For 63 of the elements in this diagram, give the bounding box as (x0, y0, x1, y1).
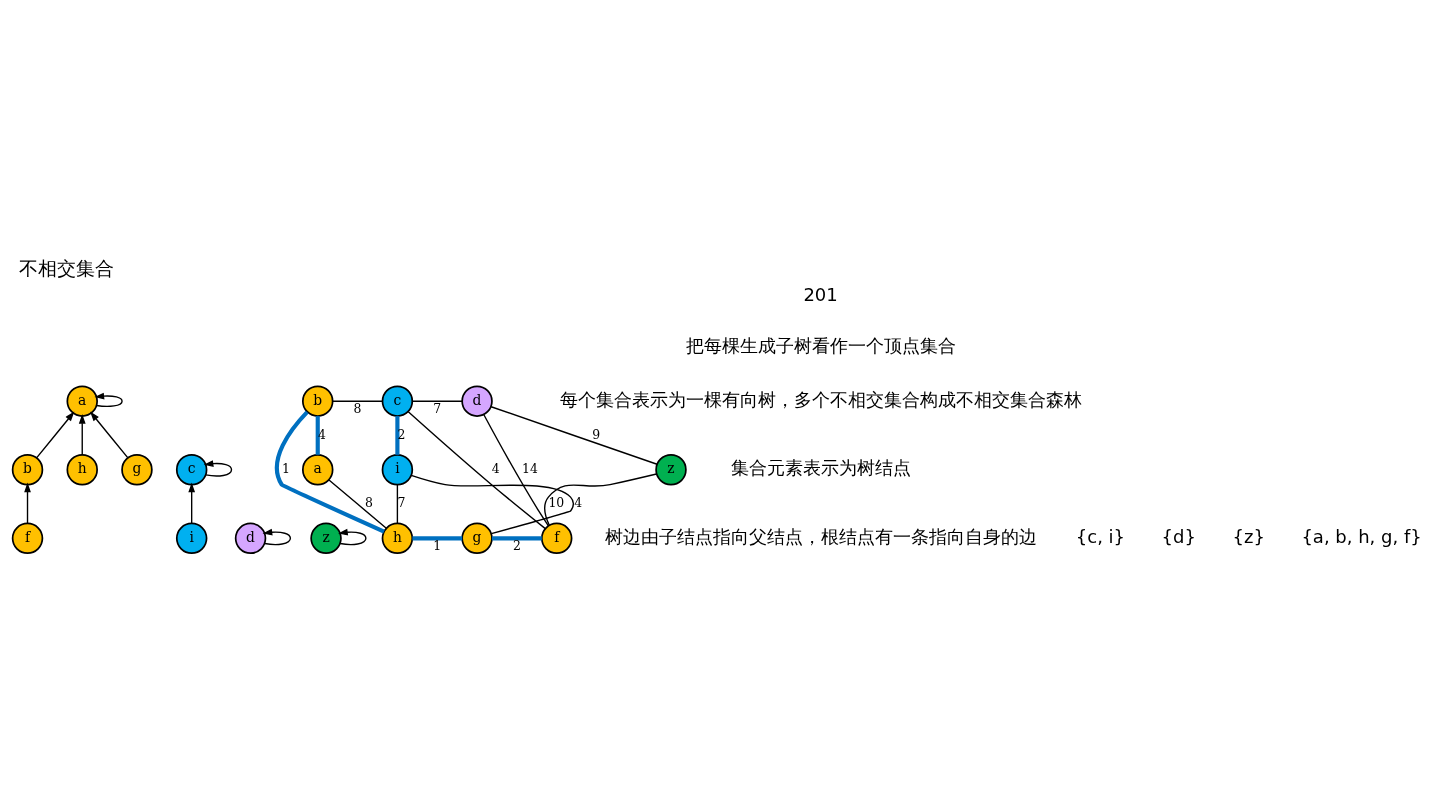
node-circle: g (121, 454, 153, 486)
connector (483, 413, 550, 527)
arrow (188, 482, 196, 525)
node-circle: z (310, 522, 342, 555)
edge-label: 14 (522, 460, 538, 476)
edge-label: 8 (365, 495, 373, 511)
label: 每个集合表示为一棵有向树，多个不相交集合构成不相交集合森林 (559, 388, 1082, 410)
arrow (338, 528, 367, 546)
edge-label: 4 (491, 460, 500, 476)
label: 树边由子结点指向父结点，根结点有一条指向自身的边 (604, 525, 1037, 547)
connector (490, 406, 658, 465)
node-circle: c (175, 454, 208, 486)
connector (395, 416, 400, 455)
connector (411, 400, 463, 402)
connector (315, 416, 320, 455)
arrow (203, 460, 233, 477)
edge-label: 1 (433, 538, 442, 554)
connector (544, 473, 658, 526)
connector (407, 411, 546, 530)
node-circle: z (655, 454, 687, 486)
node-circle: h (66, 454, 98, 486)
node-circle: b (302, 385, 334, 417)
arrow (94, 392, 123, 408)
connector (328, 479, 387, 529)
edge-label: 7 (433, 401, 442, 417)
connector (410, 474, 575, 535)
node-circle: f (540, 522, 573, 555)
node-circle: d (461, 385, 493, 417)
connector (332, 400, 384, 402)
node-circle: g (461, 522, 493, 555)
diagram-title: 不相交集合 (18, 257, 114, 281)
label: {a, b, h, g, f} (1301, 525, 1422, 547)
node-circle: f (11, 522, 44, 555)
label: {z} (1232, 525, 1265, 547)
edge-label: 1 (281, 460, 290, 476)
connector (396, 484, 399, 525)
arrow (24, 482, 31, 525)
connector (412, 536, 463, 541)
node-circle: i (175, 522, 208, 555)
node-circle: h (381, 522, 414, 555)
arrow (262, 528, 292, 546)
label: 把每棵生成子树看作一个顶点集合 (685, 335, 956, 357)
edge-label: 10 (548, 495, 565, 511)
label: 201 (803, 283, 838, 305)
node-circle: b (11, 454, 44, 486)
label: 集合元素表示为树结点 (730, 457, 911, 479)
node-circle: c (381, 385, 414, 417)
edge-label: 9 (592, 426, 601, 442)
node-circle: a (66, 385, 98, 417)
arrow (78, 414, 86, 456)
label: {d} (1161, 525, 1196, 547)
connector (492, 536, 542, 541)
connector (274, 410, 385, 534)
edge-label: 2 (512, 538, 521, 554)
node-circle: a (302, 454, 334, 486)
edge-label: 8 (353, 401, 362, 417)
arrow (90, 411, 129, 459)
node-circle: d (234, 522, 267, 555)
arrow (36, 411, 75, 459)
node-circle: i (381, 454, 414, 486)
label: {c, i} (1075, 525, 1126, 547)
edge-label: 7 (397, 495, 406, 511)
edge-label: 4 (574, 495, 583, 511)
